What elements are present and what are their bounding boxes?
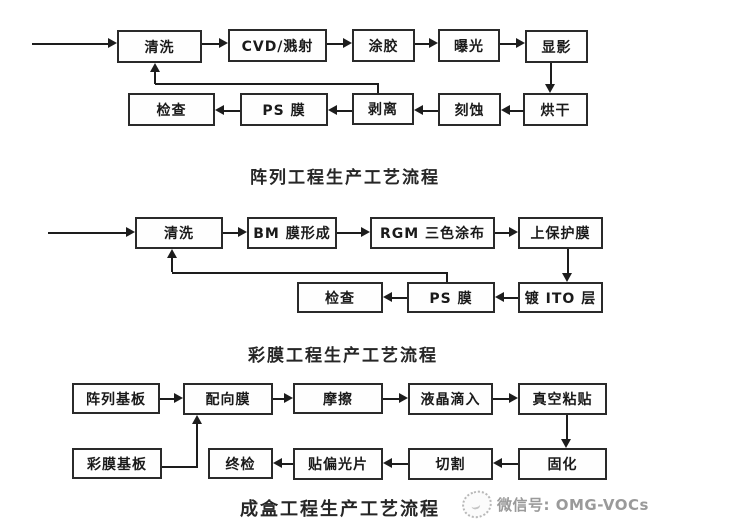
arrow-right-icon [284,393,293,403]
arrow-right-icon [174,393,183,403]
flow-box-polarizer-attach: 贴偏光片 [293,448,383,480]
flow-box-rgb-coating: RGM 三色涂布 [370,217,495,249]
arrow-down-icon [545,84,555,93]
flow-box-array-substrate: 阵列基板 [72,383,160,414]
flow-box-cf-substrate: 彩膜基板 [72,448,162,479]
arrow-right-icon [238,227,247,237]
flow-box-strip: 剥离 [352,93,414,125]
arrow-right-icon [399,393,408,403]
arrow-left-icon [328,105,337,115]
arrow-right-icon [429,38,438,48]
flow-box-cutting: 切割 [408,448,493,480]
flow-line [160,398,174,400]
arrow-right-icon [516,38,525,48]
flow-line [502,463,518,465]
arrow-left-icon [383,458,392,468]
flow-box-final-inspect: 终检 [208,448,273,479]
wechat-id-label: 微信号: OMG-VOCs [497,496,649,514]
flow-box-ito-layer: 镀 ITO 层 [518,282,603,313]
flow-line [510,110,524,112]
flow-box-dry: 烘干 [523,93,588,126]
flow-box-alignment-film: 配向膜 [183,383,273,415]
arrow-up-icon [150,63,160,72]
flow-box-cvd-sputter: CVD/溅射 [228,29,327,62]
arrow-left-icon [273,458,282,468]
feedback-line [446,272,448,282]
chart-title-array-process: 阵列工程生产工艺流程 [250,168,440,188]
flow-line [224,110,240,112]
flow-line [566,415,568,439]
arrow-left-icon [493,458,502,468]
arrow-left-icon [383,292,392,302]
flow-box-vacuum-bonding: 真空粘贴 [518,383,607,415]
arrow-left-icon [501,105,510,115]
flow-line [383,398,399,400]
flow-line [202,43,219,45]
flow-box-expose: 曝光 [438,29,500,62]
feedback-line [154,71,156,84]
flow-line [415,43,429,45]
arrow-left-icon [495,292,504,302]
flow-line [337,110,352,112]
flow-line [223,232,238,234]
flow-line [32,43,108,45]
flow-line [327,43,343,45]
feedback-line [171,258,173,272]
arrow-right-icon [126,227,135,237]
flow-box-etch: 刻蚀 [438,93,501,126]
flow-box-ps-film: PS 膜 [240,93,328,126]
flow-box-lc-dropping: 液晶滴入 [408,383,493,415]
arrow-left-icon [414,105,423,115]
flow-line [392,297,407,299]
arrow-right-icon [361,227,370,237]
flow-box-develop: 显影 [525,30,588,63]
arrow-up-icon [167,249,177,258]
flow-line [392,463,408,465]
flow-box-clean: 清洗 [135,217,223,249]
feedback-line [155,83,379,85]
arrow-left-icon [215,105,224,115]
flow-box-coat-resist: 涂胶 [352,29,415,62]
merge-line [196,424,198,468]
arrow-right-icon [343,38,352,48]
arrow-down-icon [561,439,571,448]
flow-box-clean: 清洗 [117,30,202,63]
flow-line [500,43,516,45]
chart-title-cell-assembly-process: 成盒工程生产工艺流程 [240,499,440,520]
chart-title-color-filter-process: 彩膜工程生产工艺流程 [248,346,438,366]
flow-line [493,398,509,400]
flow-box-rubbing: 摩擦 [293,383,383,414]
flow-line [495,232,509,234]
feedback-line [172,272,448,274]
flow-line [550,63,552,84]
flow-line [273,398,284,400]
arrow-right-icon [509,393,518,403]
arrow-up-icon [192,415,202,424]
flow-line [567,249,569,273]
arrow-right-icon [219,38,228,48]
feedback-line [377,83,379,93]
flow-box-ps-film: PS 膜 [407,282,495,313]
flow-line [504,297,518,299]
wechat-logo-icon [459,487,495,522]
flow-line [423,110,438,112]
flow-box-bm-film: BM 膜形成 [247,217,337,249]
flow-box-curing: 固化 [518,448,607,480]
merge-line [162,466,198,468]
flow-box-inspect: 检查 [297,282,383,313]
flow-line [337,232,361,234]
flow-line [48,232,126,234]
arrow-down-icon [562,273,572,282]
flow-box-inspect: 检查 [128,93,215,126]
arrow-right-icon [509,227,518,237]
flow-box-protective-film: 上保护膜 [518,217,603,249]
flow-line [282,463,293,465]
arrow-right-icon [108,38,117,48]
